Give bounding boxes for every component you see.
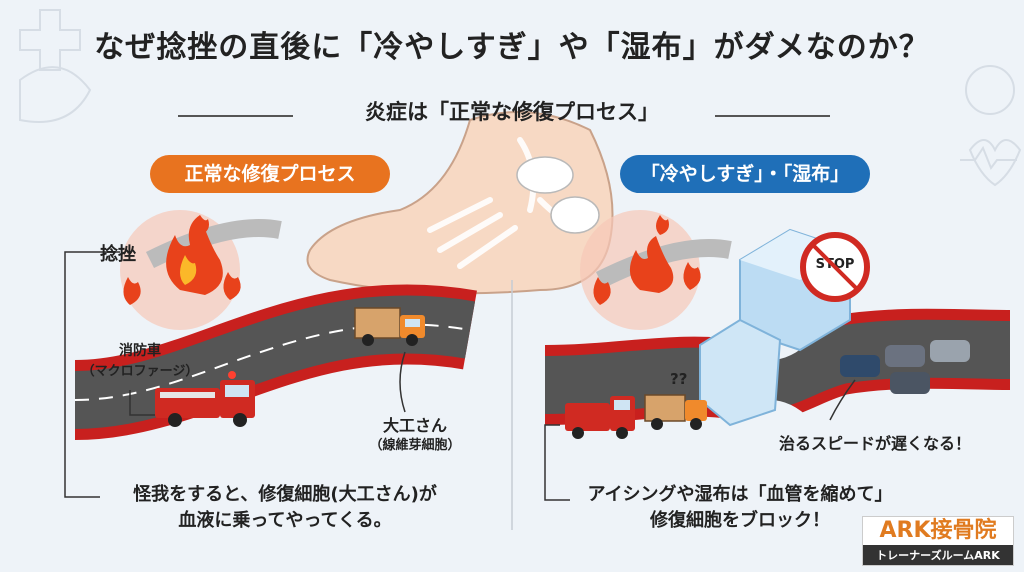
carpenter-label: 大工さん (382, 416, 447, 435)
left-caption-line2: 血液に乗ってやってくる。 (178, 510, 392, 531)
faint-cross-icon (19, 9, 92, 123)
question-marks: ?? (670, 370, 688, 388)
right-caption-line1: アイシングや湿布は「血管を縮めて」 (587, 484, 893, 505)
carpenter-sublabel: （線維芽細胞） (369, 438, 461, 453)
subtitle-rule-right (715, 115, 830, 117)
subtitle-rule-left (178, 115, 293, 117)
brand-subname: トレーナーズルームARK (863, 545, 1013, 565)
slow-healing-label: 治るスピードが遅くなる！ (778, 434, 971, 453)
left-caption: 怪我をすると、修復細胞(大工さん)が 血液に乗ってやってくる。 (90, 482, 480, 534)
ligament-right (595, 239, 732, 289)
traffic-jam-cars (840, 340, 970, 394)
fire-truck-left (155, 371, 255, 427)
right-caption-line2: 修復細胞をブロック！ (650, 510, 830, 531)
stop-sign-icon: STOP (800, 232, 870, 302)
leader-lines-right (544, 379, 856, 501)
faint-heart-icon (960, 65, 1022, 187)
left-caption-line1: 怪我をすると、修復細胞(大工さん)が (133, 484, 437, 505)
carpenter-truck-left (354, 307, 425, 346)
leader-lines-left (64, 251, 406, 498)
cooling-compress-pill: 「冷やしすぎ」・「湿布」 (620, 155, 870, 193)
brand-logo: ARK接骨院 トレーナーズルームARK (862, 516, 1014, 566)
subtitle-row (0, 100, 1024, 130)
ligament (145, 219, 282, 269)
fire-icons (123, 215, 241, 305)
fire-truck-right (565, 396, 635, 439)
carpenter-truck-right (644, 394, 707, 430)
normal-process-pill: 正常な修復プロセス (150, 155, 390, 193)
subtitle: 炎症は「正常な修復プロセス」 (365, 100, 659, 124)
firetruck-label: 消防車 (119, 343, 161, 359)
right-caption: アイシングや湿布は「血管を縮めて」 修復細胞をブロック！ (560, 482, 920, 534)
firetruck-sublabel: （マクロファージ） (81, 364, 199, 379)
brand-name: ARK接骨院 (879, 518, 997, 543)
fire-icons-right (593, 215, 701, 305)
page-title: なぜ捻挫の直後に「冷やしすぎ」や「湿布」がダメなのか？ (94, 30, 930, 65)
sprain-label: 捻挫 (100, 244, 136, 265)
foot-illustration (306, 111, 614, 295)
